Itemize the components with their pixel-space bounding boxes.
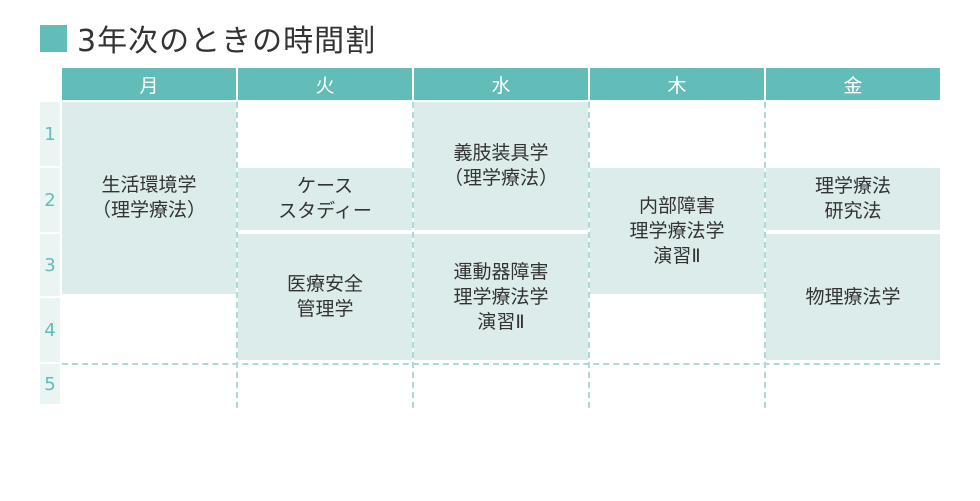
class-cell[interactable]: 医療安全 管理学: [238, 234, 412, 360]
period-number-4: 4: [40, 298, 60, 362]
period-number-5: 5: [40, 364, 60, 404]
class-cell[interactable]: 義肢装具学 （理学療法）: [414, 102, 588, 230]
column-divider: [236, 102, 238, 408]
class-cell[interactable]: ケース スタディー: [238, 168, 412, 230]
day-header-3: 水: [414, 68, 588, 100]
day-header-5: 金: [766, 68, 940, 100]
period-number-3: 3: [40, 234, 60, 296]
column-divider: [588, 102, 590, 408]
period-number-2: 2: [40, 168, 60, 232]
day-header-2: 火: [238, 68, 412, 100]
day-header-4: 木: [590, 68, 764, 100]
class-cell[interactable]: 生活環境学 （理学療法）: [62, 102, 236, 294]
row-divider: [62, 363, 940, 365]
class-cell[interactable]: 運動器障害 理学療法学 演習Ⅱ: [414, 234, 588, 360]
period-number-1: 1: [40, 102, 60, 166]
class-cell[interactable]: 物理療法学: [766, 234, 940, 360]
class-cell[interactable]: 理学療法 研究法: [766, 168, 940, 230]
column-divider: [764, 102, 766, 408]
class-cell[interactable]: 内部障害 理学療法学 演習Ⅱ: [590, 168, 764, 294]
day-header-1: 月: [62, 68, 236, 100]
page-title: 3年次のときの時間割: [40, 18, 377, 59]
column-divider: [412, 102, 414, 408]
title-square-icon: [40, 24, 67, 52]
title-text: 3年次のときの時間割: [77, 24, 377, 59]
